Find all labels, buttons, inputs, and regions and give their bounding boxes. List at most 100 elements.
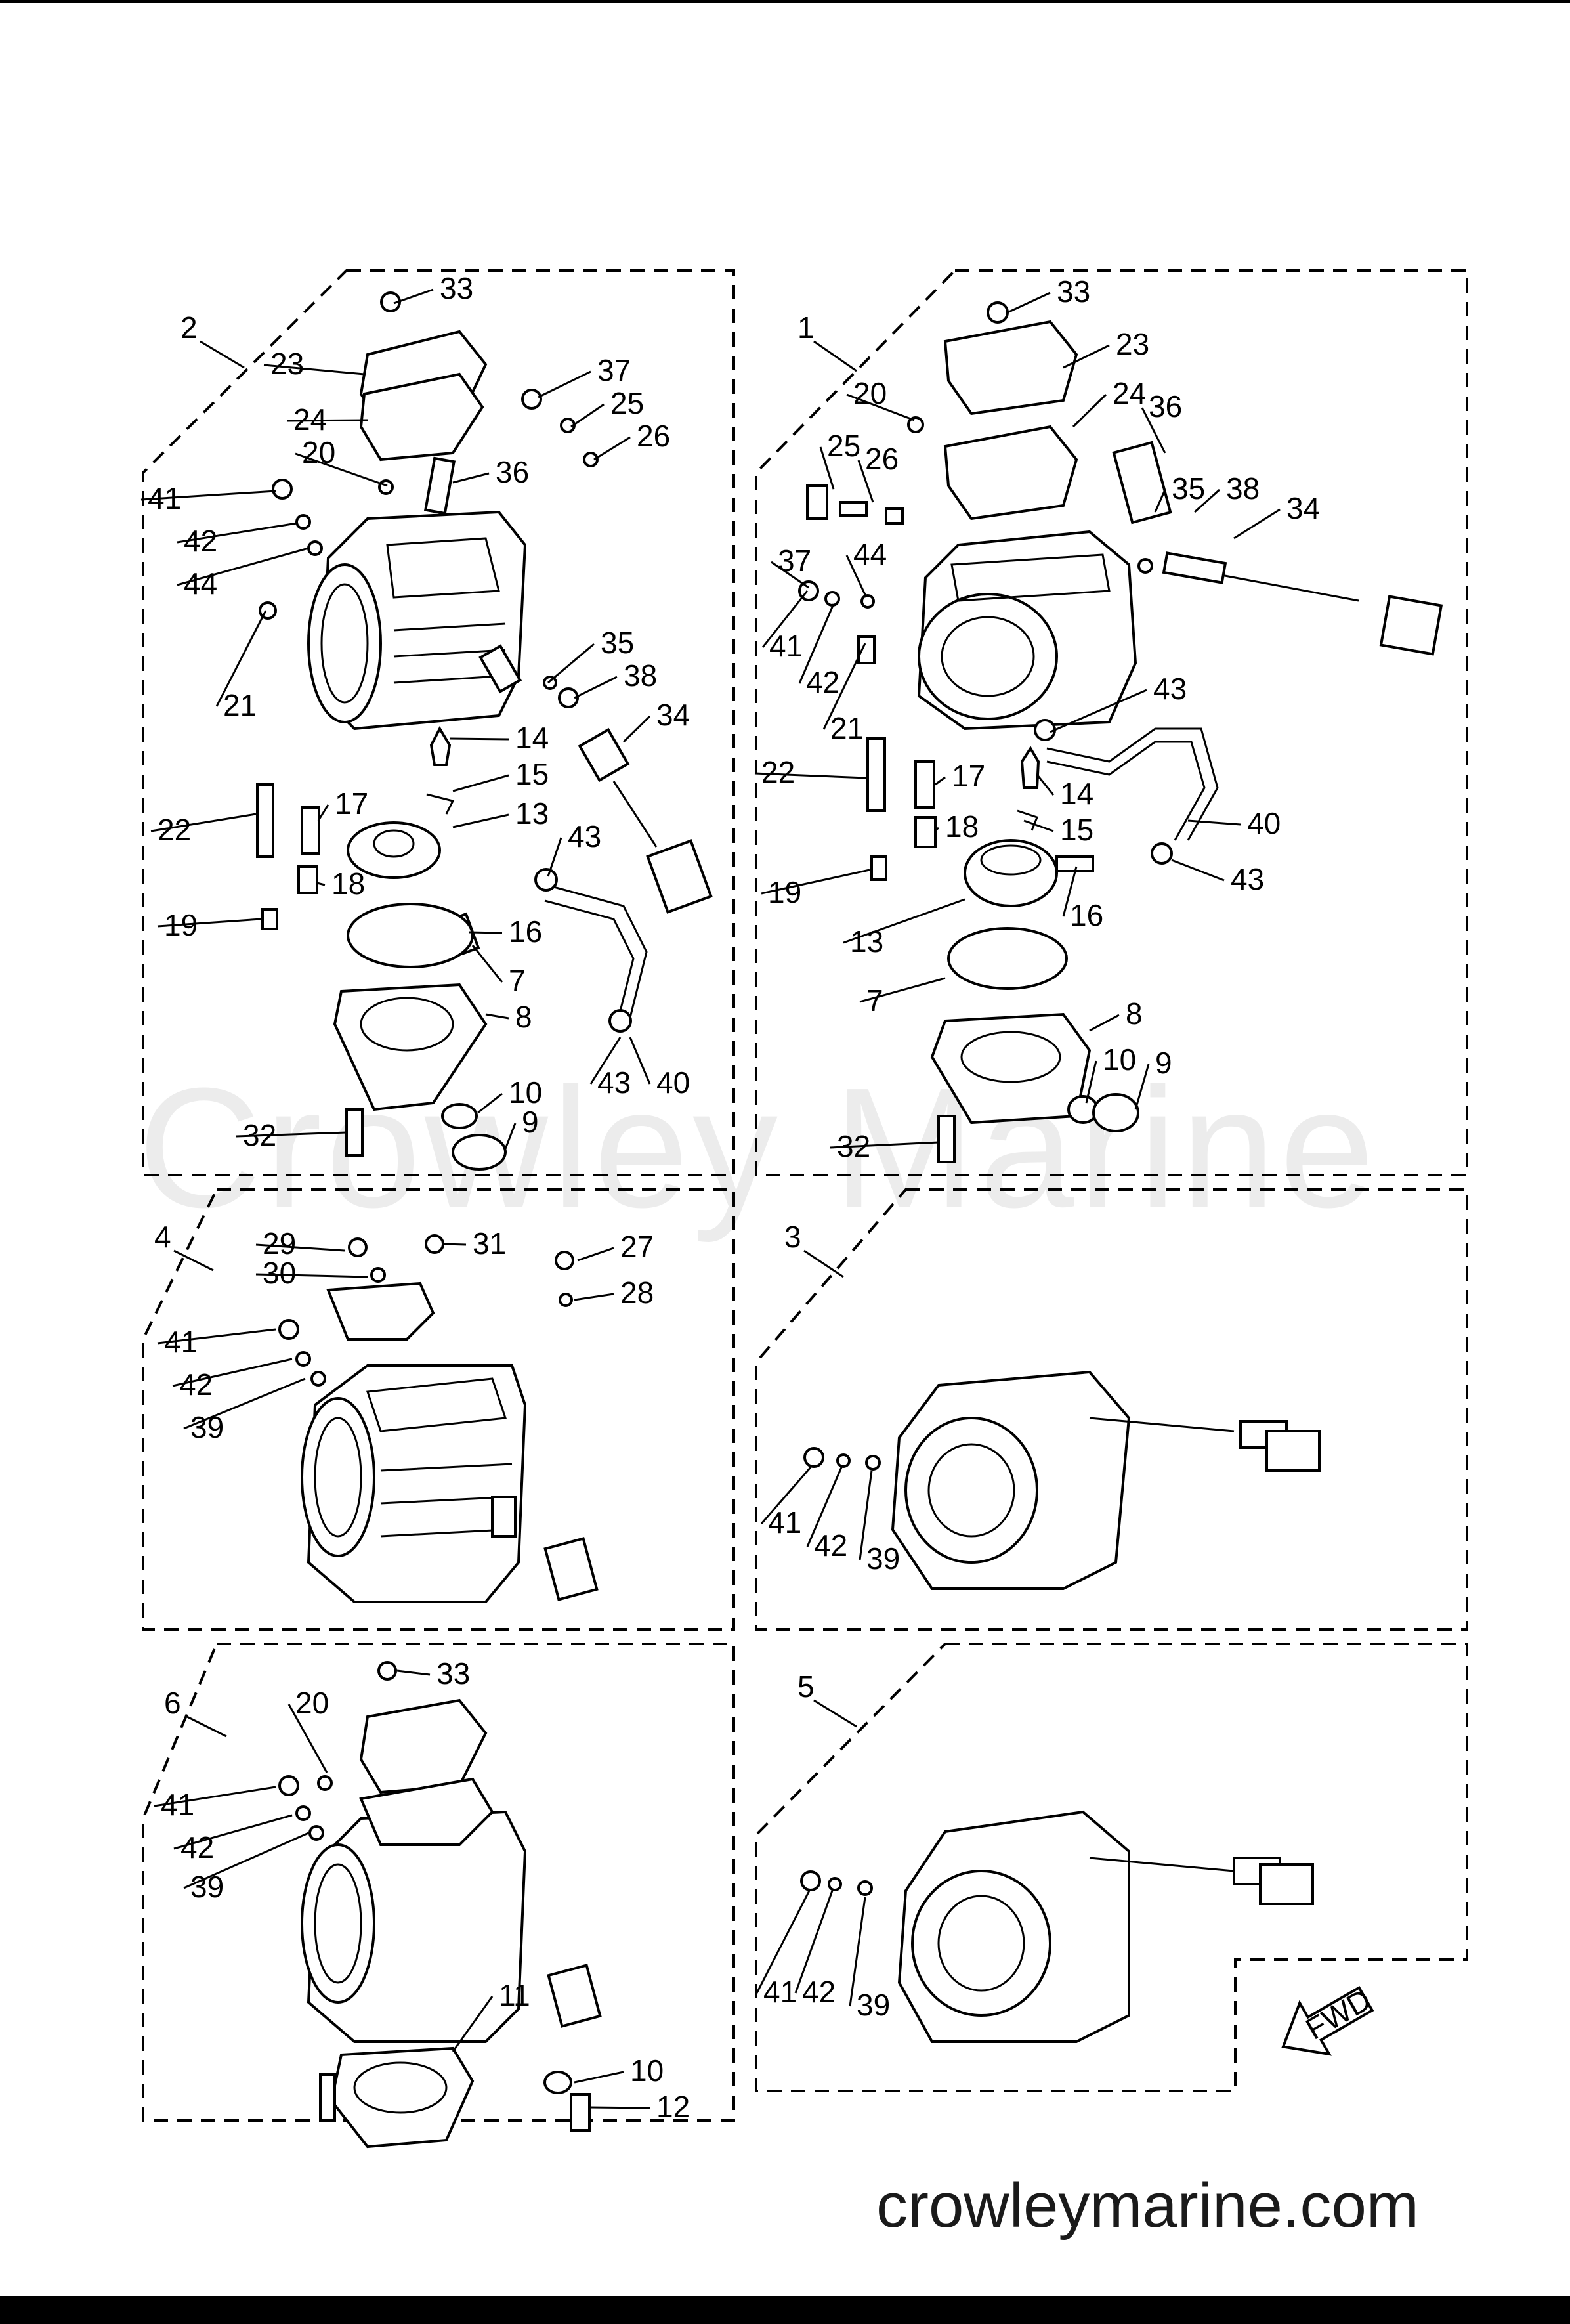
callout-number: 42 (179, 1367, 213, 1402)
callout-number: 39 (866, 1541, 900, 1576)
callout-leader (771, 561, 809, 589)
callout-leader (317, 804, 329, 821)
callout-number: 14 (1060, 777, 1093, 811)
callout-number: 21 (830, 711, 864, 745)
callout-leader (452, 774, 509, 792)
group-5-border (755, 1643, 1468, 2092)
callout-leader (183, 1832, 309, 1889)
callout-number: 36 (1149, 389, 1182, 423)
callout-number: 39 (190, 1870, 224, 1904)
callout-number: 7 (509, 964, 526, 998)
callout-leader (1154, 489, 1166, 513)
callout-number: 42 (806, 665, 839, 699)
callout-number: 42 (184, 524, 217, 558)
callout-number: 22 (158, 813, 191, 847)
group-4-label: 4 (154, 1220, 171, 1254)
callout-number: 21 (223, 688, 257, 722)
callout-number: 42 (814, 1528, 847, 1562)
callout-leader (798, 603, 835, 684)
callout-leader (1072, 393, 1107, 428)
callout-number: 23 (270, 347, 304, 381)
callout-leader (547, 643, 595, 684)
callout-number: 16 (1070, 898, 1103, 932)
callout-leader (255, 1243, 345, 1252)
callout-leader (806, 1467, 843, 1547)
callout-leader (150, 813, 257, 832)
callout-number: 7 (866, 983, 883, 1018)
callout-number: 30 (263, 1256, 296, 1290)
callout-number: 13 (515, 796, 549, 830)
callout-leader (177, 547, 309, 586)
callout-leader (794, 1890, 834, 1994)
callout-number: 36 (496, 455, 529, 489)
callout-leader (316, 882, 326, 886)
callout-leader (1193, 488, 1221, 513)
callout-leader (177, 522, 297, 544)
callout-number: 39 (857, 1988, 890, 2022)
callout-number: 18 (945, 809, 979, 844)
group-6-label: 6 (164, 1686, 181, 1720)
callout-leader (760, 1467, 812, 1524)
callout-leader (859, 1470, 873, 1560)
callout-leader (593, 436, 631, 461)
callout-number: 37 (597, 353, 631, 387)
callout-leader (629, 1037, 651, 1085)
callout-number: 20 (295, 1686, 329, 1720)
callout-leader (538, 370, 591, 398)
callout-leader (761, 869, 870, 895)
callout-leader (547, 837, 562, 877)
callout-number: 17 (952, 759, 985, 793)
callout-number: 33 (436, 1656, 470, 1690)
callout-leader (846, 393, 915, 421)
callout-number: 41 (769, 629, 803, 663)
callout-number: 19 (164, 908, 198, 942)
callout-leader (1085, 1060, 1097, 1104)
callout-leader (452, 472, 490, 484)
callout-number: 40 (656, 1065, 690, 1100)
callout-number: 24 (293, 402, 327, 437)
callout-leader (845, 555, 868, 598)
callout-leader (589, 1037, 622, 1085)
callout-leader (183, 1377, 306, 1430)
callout-number: 41 (148, 481, 181, 515)
callout-number: 22 (761, 755, 795, 789)
callout-leader (822, 643, 866, 730)
callout-leader (442, 1243, 467, 1246)
callout-leader (935, 776, 946, 786)
group-4-border (142, 1188, 735, 1631)
callout-number: 10 (509, 1075, 542, 1109)
callout-leader (140, 490, 276, 501)
callout-leader (819, 446, 835, 490)
callout-leader (830, 1141, 939, 1149)
callout-number: 34 (1286, 491, 1320, 525)
callout-leader (761, 590, 809, 648)
callout-number: 24 (1113, 376, 1146, 410)
group-3-label: 3 (784, 1220, 801, 1254)
callout-leader (570, 403, 605, 428)
callout-number: 27 (620, 1230, 654, 1264)
callout-leader (172, 1358, 293, 1387)
callout-leader (215, 610, 267, 707)
callout-leader (157, 918, 262, 928)
callout-number: 29 (263, 1226, 296, 1260)
callout-leader (849, 1897, 866, 2007)
callout-number: 11 (499, 1978, 530, 2012)
callout-leader (1141, 407, 1166, 454)
callout-leader (452, 813, 509, 828)
callout-number: 18 (331, 867, 365, 901)
callout-leader (574, 1293, 614, 1301)
group-2-parts (256, 291, 713, 1171)
site-url[interactable]: crowleymarine.com (876, 2170, 1419, 2241)
callout-number: 32 (837, 1129, 870, 1163)
callout-leader (396, 1669, 431, 1676)
callout-number: 35 (1172, 471, 1205, 506)
callout-number: 9 (522, 1105, 539, 1139)
callout-leader (471, 945, 503, 983)
callout-leader (485, 1013, 509, 1020)
callout-leader (154, 1786, 276, 1807)
callout-leader (857, 460, 874, 503)
group-3-border (755, 1188, 1468, 1631)
callout-number: 10 (1103, 1043, 1136, 1077)
